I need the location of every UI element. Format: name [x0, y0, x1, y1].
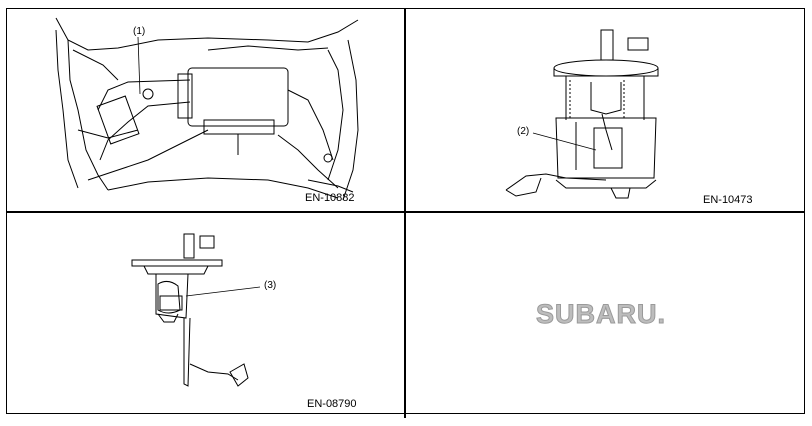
grid-divider-vertical	[404, 8, 406, 418]
figure-code: EN-08790	[307, 398, 357, 410]
callout-label: (1)	[133, 26, 146, 37]
figure-code: EN-10882	[305, 192, 355, 204]
figure-panel-2: (2) EN-10473	[406, 10, 804, 210]
figure-panel-1: (1) EN-10882	[8, 10, 403, 210]
callout-label: (2)	[517, 126, 530, 137]
grid-divider-horizontal	[6, 211, 805, 213]
callout-label: (3)	[264, 280, 277, 291]
subaru-logo: SUBARU.	[535, 299, 667, 330]
figure-panel-3: (3) EN-08790	[8, 214, 403, 412]
fuel-pump-illustration	[505, 29, 659, 199]
figure-code: EN-10473	[703, 194, 753, 206]
figure-panel-4: SUBARU.	[406, 214, 804, 412]
fuel-sender-illustration	[131, 233, 261, 387]
engine-bay-illustration	[55, 17, 359, 201]
